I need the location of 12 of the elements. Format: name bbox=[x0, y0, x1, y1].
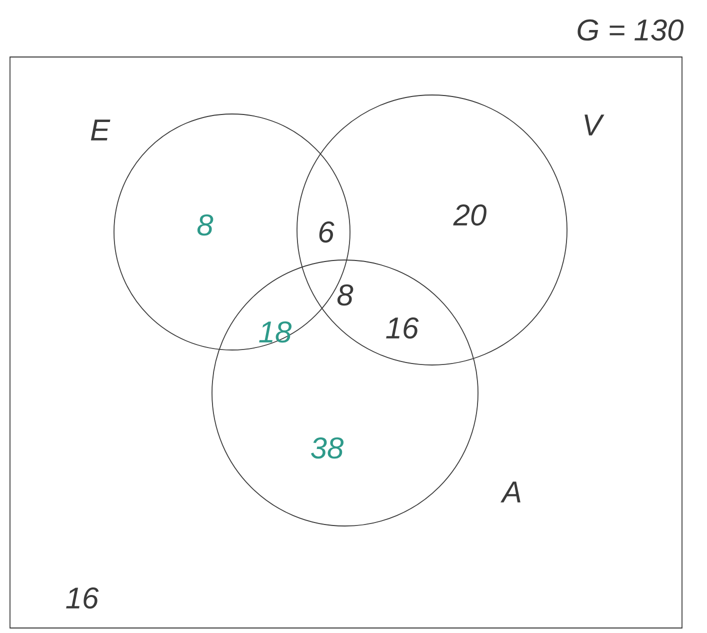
region-count: 18 bbox=[259, 321, 292, 343]
set-total: G = 130 bbox=[578, 19, 684, 41]
region-count: 16 bbox=[66, 587, 99, 609]
region-count: 20 bbox=[453, 204, 486, 226]
region-count: 16 bbox=[386, 317, 419, 339]
set-letter: V bbox=[584, 114, 604, 136]
region-count: 38 bbox=[311, 437, 344, 459]
set-letter: A bbox=[500, 482, 520, 502]
set-letter: E bbox=[90, 120, 110, 140]
region-count: 6 bbox=[319, 221, 334, 243]
region-count: 8 bbox=[197, 214, 214, 236]
region-count: 8 bbox=[337, 284, 354, 306]
